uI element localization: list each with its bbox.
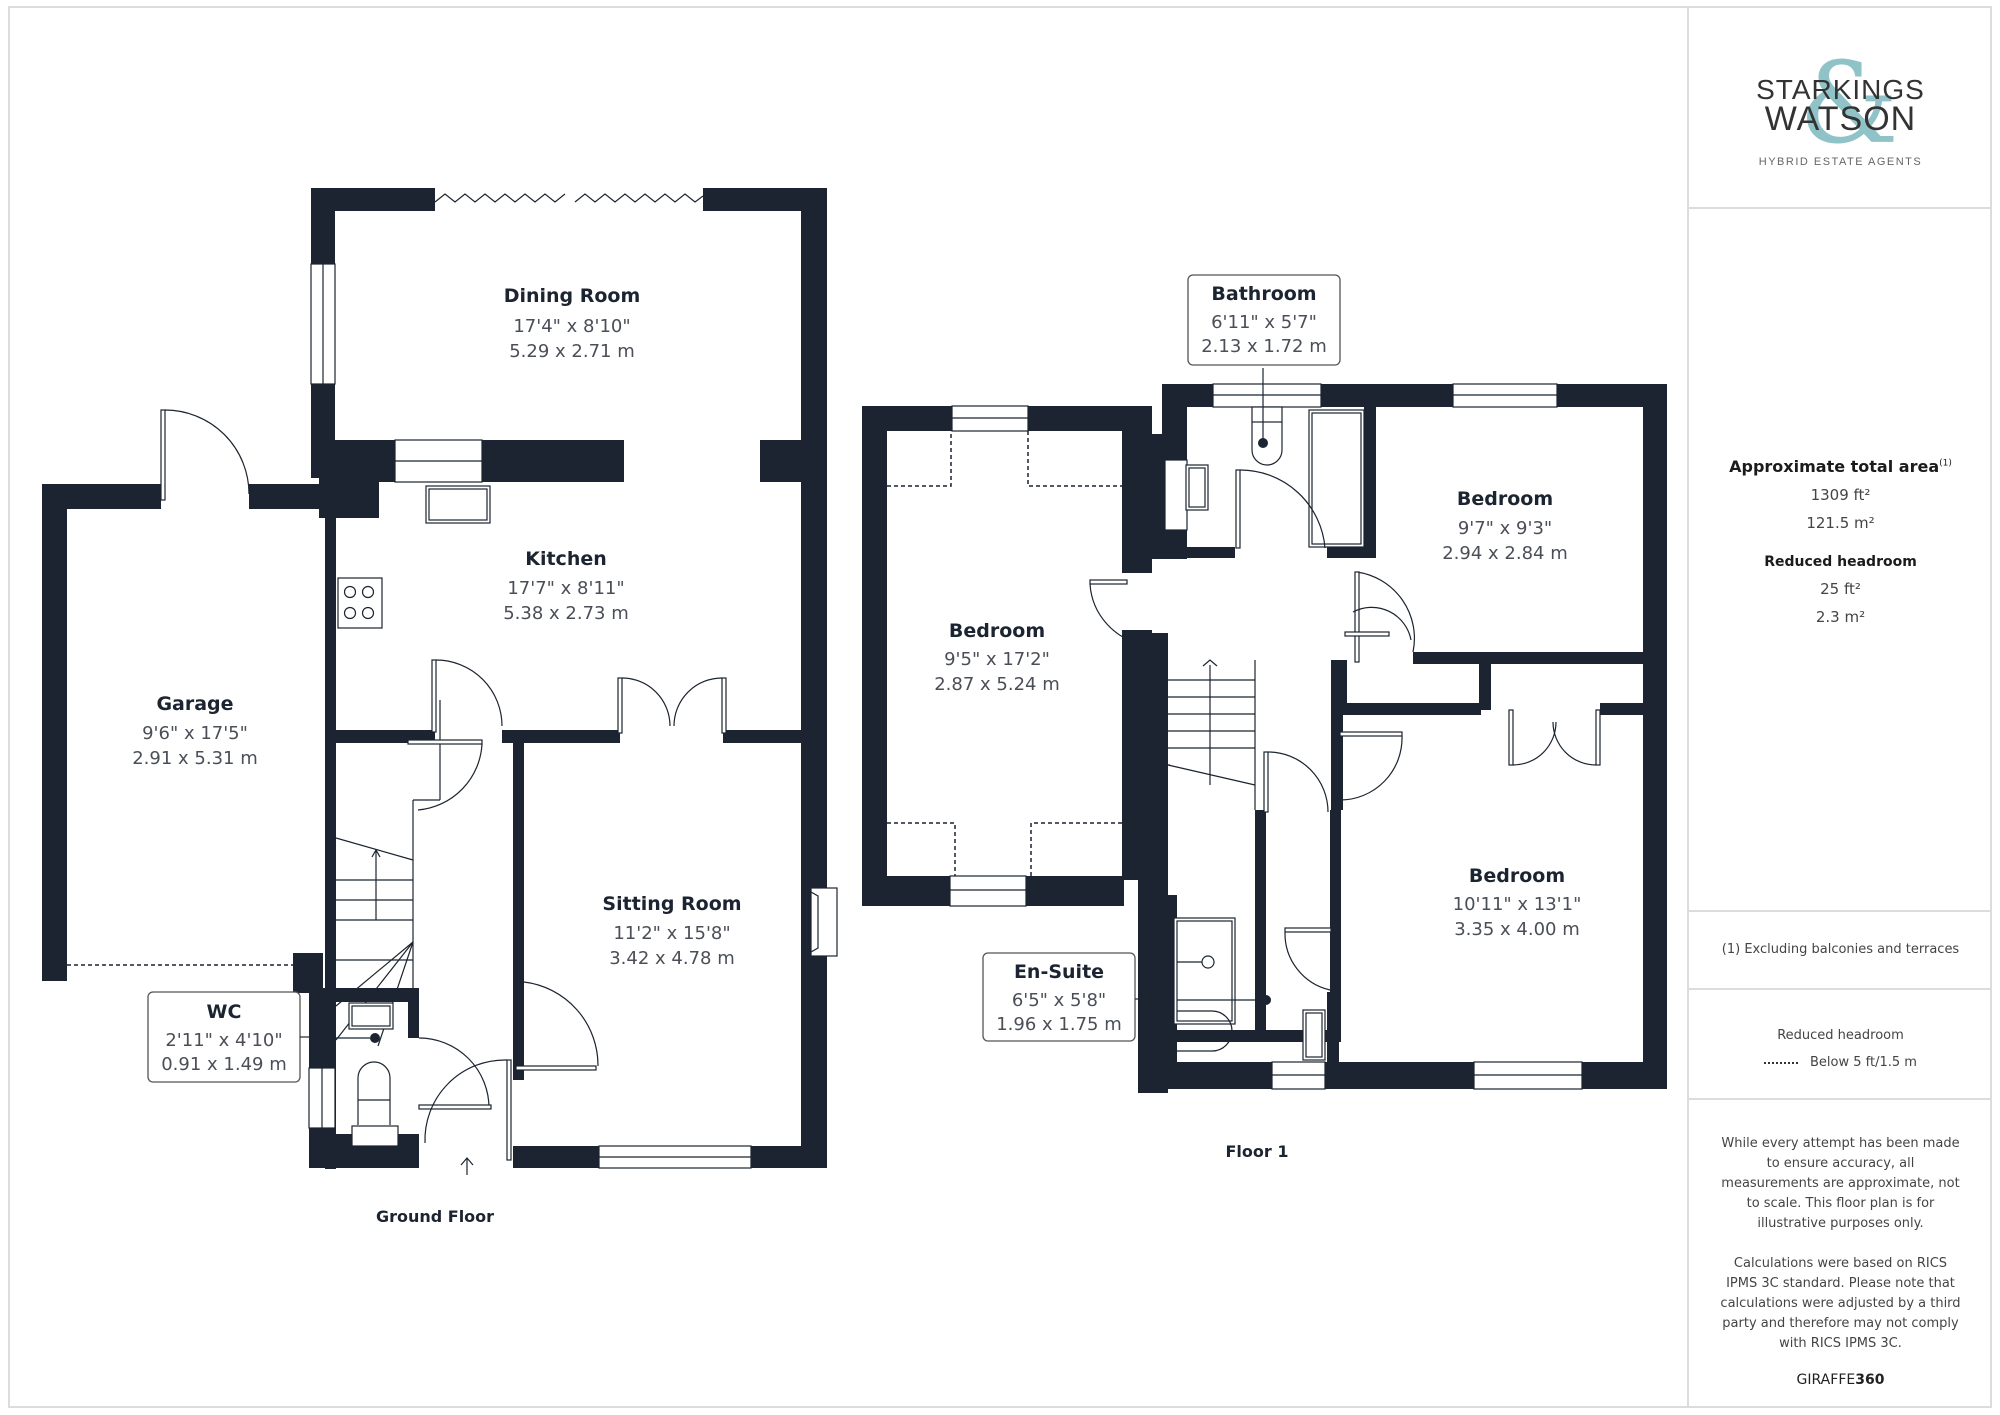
room-wc-metric: 0.91 x 1.49 m — [161, 1054, 287, 1075]
room-bathroom-name: Bathroom — [1211, 283, 1316, 305]
room-bathroom-metric: 2.13 x 1.72 m — [1201, 336, 1327, 357]
room-wc-imperial: 2'11" x 4'10" — [165, 1030, 282, 1051]
area-title: Approximate total area(1) — [1689, 457, 1992, 476]
room-ensuite-name: En-Suite — [1014, 961, 1104, 983]
room-kitchen-imperial: 17'7" x 8'11" — [507, 578, 624, 599]
legend-item-text: Below 5 ft/1.5 m — [1810, 1055, 1917, 1070]
legend-title: Reduced headroom — [1777, 1028, 1904, 1043]
ground-floor-plan — [42, 188, 838, 1175]
floor-plans: Dining Room 17'4" x 8'10" 5.29 x 2.71 m … — [42, 188, 1667, 1226]
room-bedroom-2-name: Bedroom — [1457, 488, 1553, 510]
area-panel: Approximate total area(1) 1309 ft² 121.5… — [1689, 209, 1992, 912]
room-garage-imperial: 9'6" x 17'5" — [142, 723, 248, 744]
logo-tagline: HYBRID ESTATE AGENTS — [1758, 156, 1923, 168]
brand-logo: & STARKINGS WATSON HYBRID ESTATE AGENTS — [1689, 6, 1992, 209]
room-bedroom-3-name: Bedroom — [1469, 865, 1565, 887]
legend-panel: Reduced headroom Below 5 ft/1.5 m — [1689, 990, 1992, 1100]
room-ensuite-metric: 1.96 x 1.75 m — [996, 1014, 1122, 1035]
legend-item: Below 5 ft/1.5 m — [1689, 1055, 1992, 1070]
room-bathroom-imperial: 6'11" x 5'7" — [1211, 312, 1317, 333]
provider-suffix: 360 — [1855, 1372, 1885, 1388]
ground-floor-label: Ground Floor — [376, 1207, 494, 1226]
total-area-m2: 121.5 m² — [1806, 514, 1875, 532]
room-bedroom-3-imperial: 10'11" x 13'1" — [1453, 894, 1582, 915]
reduced-area-m2: 2.3 m² — [1815, 608, 1866, 626]
logo-ampersand: & — [1799, 39, 1899, 169]
room-wc-name: WC — [207, 1001, 242, 1023]
room-bedroom-2-metric: 2.94 x 2.84 m — [1442, 543, 1568, 564]
floor-1-label: Floor 1 — [1226, 1142, 1289, 1161]
footnote-panel: (1) Excluding balconies and terraces — [1689, 912, 1992, 990]
room-labels: Dining Room 17'4" x 8'10" 5.29 x 2.71 m … — [132, 283, 1581, 1226]
footnote-text: (1) Excluding balconies and terraces — [1721, 942, 1960, 957]
room-garage-name: Garage — [156, 693, 233, 715]
logo-line-2: WATSON — [1764, 100, 1917, 138]
room-dining-imperial: 17'4" x 8'10" — [513, 316, 630, 337]
total-area-ft2: 1309 ft² — [1810, 486, 1871, 504]
room-kitchen-metric: 5.38 x 2.73 m — [503, 603, 629, 624]
logo-panel: & STARKINGS WATSON HYBRID ESTATE AGENTS — [1689, 6, 1992, 209]
disclaimer-p2: Calculations were based on RICS IPMS 3C … — [1720, 1256, 1961, 1351]
room-sitting-metric: 3.42 x 4.78 m — [609, 948, 735, 969]
area-title-text: Approximate total area — [1729, 457, 1940, 476]
room-dining-metric: 5.29 x 2.71 m — [509, 341, 635, 362]
room-sitting-name: Sitting Room — [602, 893, 741, 915]
room-kitchen-name: Kitchen — [525, 548, 607, 570]
dotted-line-icon — [1764, 1061, 1799, 1064]
room-ensuite-imperial: 6'5" x 5'8" — [1012, 990, 1106, 1011]
room-garage-metric: 2.91 x 5.31 m — [132, 748, 258, 769]
room-bedroom-1-name: Bedroom — [949, 620, 1045, 642]
page-frame — [8, 6, 1992, 1408]
disclaimer-p1: While every attempt has been made to ens… — [1721, 1136, 1960, 1231]
reduced-headroom-title: Reduced headroom — [1764, 554, 1917, 570]
room-bedroom-2-imperial: 9'7" x 9'3" — [1458, 518, 1552, 539]
room-bedroom-1-metric: 2.87 x 5.24 m — [934, 674, 1060, 695]
disclaimer-panel: While every attempt has been made to ens… — [1689, 1100, 1992, 1408]
room-dining-name: Dining Room — [504, 285, 641, 307]
reduced-area-ft2: 25 ft² — [1820, 580, 1861, 598]
room-bedroom-3-metric: 3.35 x 4.00 m — [1454, 919, 1580, 940]
logo-line-1: STARKINGS — [1756, 74, 1925, 105]
provider-logo: GIRAFFE360 — [1689, 1372, 1992, 1388]
first-floor-plan — [862, 274, 1667, 1093]
info-sidebar: & STARKINGS WATSON HYBRID ESTATE AGENTS … — [1687, 6, 1992, 1408]
provider-name: GIRAFFE — [1796, 1372, 1856, 1388]
room-sitting-imperial: 11'2" x 15'8" — [613, 923, 730, 944]
room-bedroom-1-imperial: 9'5" x 17'2" — [944, 649, 1050, 670]
footnote-marker: (1) — [1939, 458, 1952, 469]
